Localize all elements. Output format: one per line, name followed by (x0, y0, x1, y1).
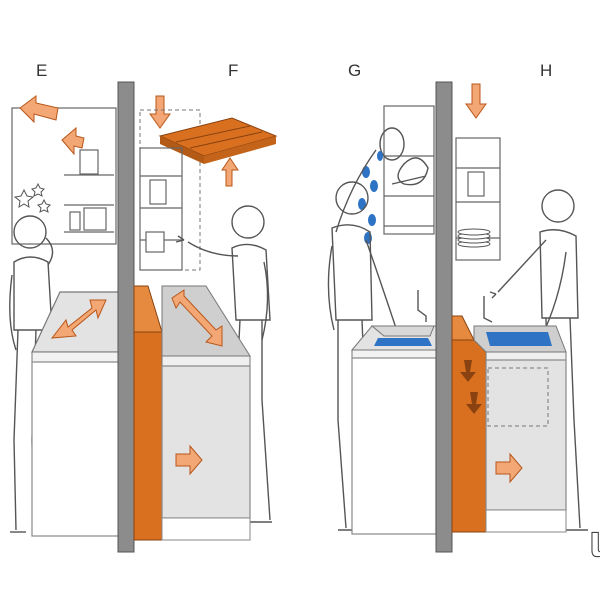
panel-g (327, 105, 437, 535)
dizzy-stars-icon (13, 182, 51, 213)
up-arrow-icon (221, 157, 239, 187)
panel-letter-f: F (228, 61, 238, 80)
panel-f (133, 95, 278, 541)
wall-cabinet-f (139, 147, 183, 271)
plate-and-rack (379, 127, 429, 186)
right-arrow-icon (495, 452, 523, 484)
panel-letter-g: G (348, 61, 361, 80)
panel-letter-e: E (36, 61, 47, 80)
panel-h (451, 83, 588, 533)
down-arrow-icon (465, 83, 487, 119)
down-arrow-icon (149, 95, 171, 129)
watermark-logo: خدمت ازما (590, 529, 600, 564)
panel-letter-h: H (540, 61, 552, 80)
plate-stack (457, 228, 491, 248)
panel-e (9, 95, 127, 537)
divider-bar-gh (435, 81, 453, 553)
sink-counter-g (350, 290, 437, 535)
counter-f (161, 285, 251, 541)
reach-arrows-e (19, 95, 85, 156)
divider-bar-ef (117, 81, 135, 553)
wall-cabinet-e (11, 107, 117, 245)
wall-cabinet-g (383, 105, 435, 235)
tall-pullout-unit-f (133, 285, 163, 541)
lift-shelf-f (158, 117, 278, 164)
sink-counter-h (473, 296, 567, 533)
counter-e (31, 291, 127, 537)
tall-pullout-unit-h (451, 315, 487, 533)
water-drops (358, 151, 383, 244)
right-arrow-icon (175, 444, 203, 476)
